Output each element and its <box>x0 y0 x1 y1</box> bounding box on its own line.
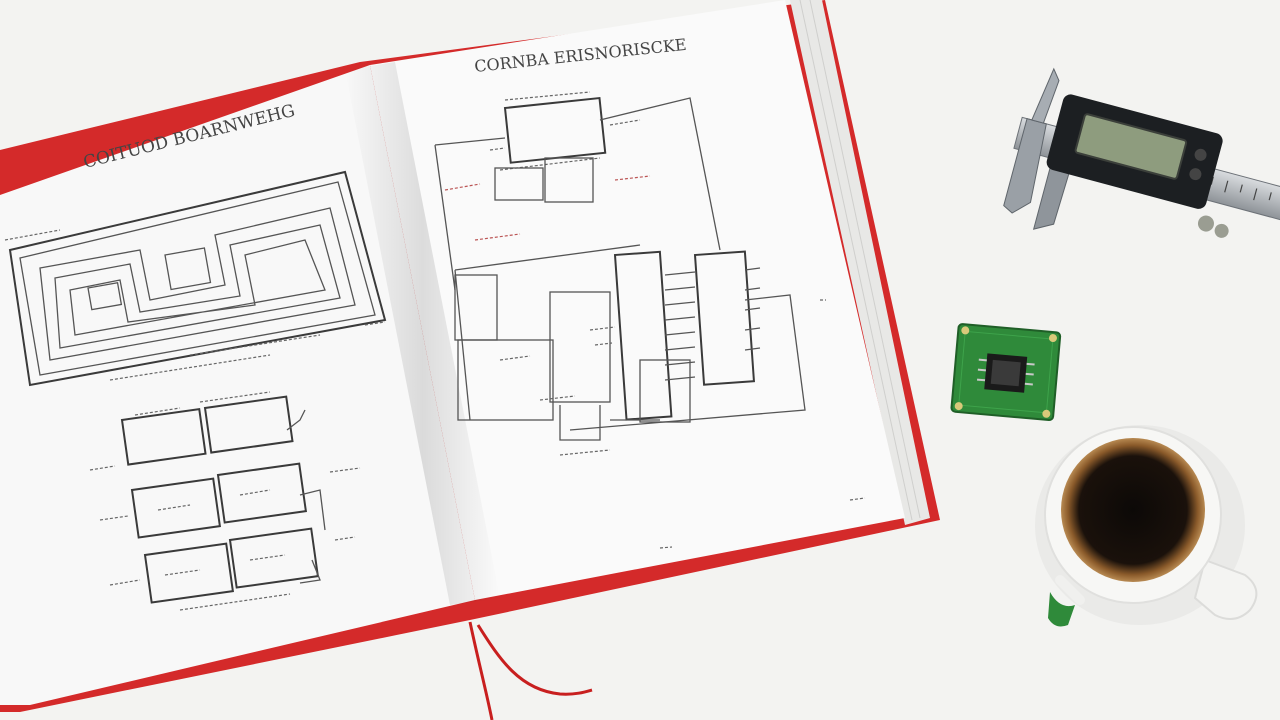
caliper <box>1003 67 1280 238</box>
bookmark-ribbon <box>468 621 593 720</box>
block-diagram <box>89 391 361 611</box>
open-book: COITUOD BOARNWEHG <box>0 0 940 720</box>
schematic-diagram <box>434 91 866 549</box>
cup-saucer-edge <box>1048 592 1075 627</box>
caliper-lcd <box>1074 113 1188 180</box>
serpentine-trace-diagram <box>4 170 387 387</box>
page-stack-edge <box>790 0 930 525</box>
caliper-thumb-wheel <box>1197 215 1214 232</box>
cup-handle <box>1193 558 1258 620</box>
caliper-button <box>1194 148 1207 161</box>
circuit-board <box>950 323 1062 422</box>
coffee-cup <box>1035 425 1258 627</box>
right-page <box>370 0 905 600</box>
coffee <box>1061 438 1205 582</box>
